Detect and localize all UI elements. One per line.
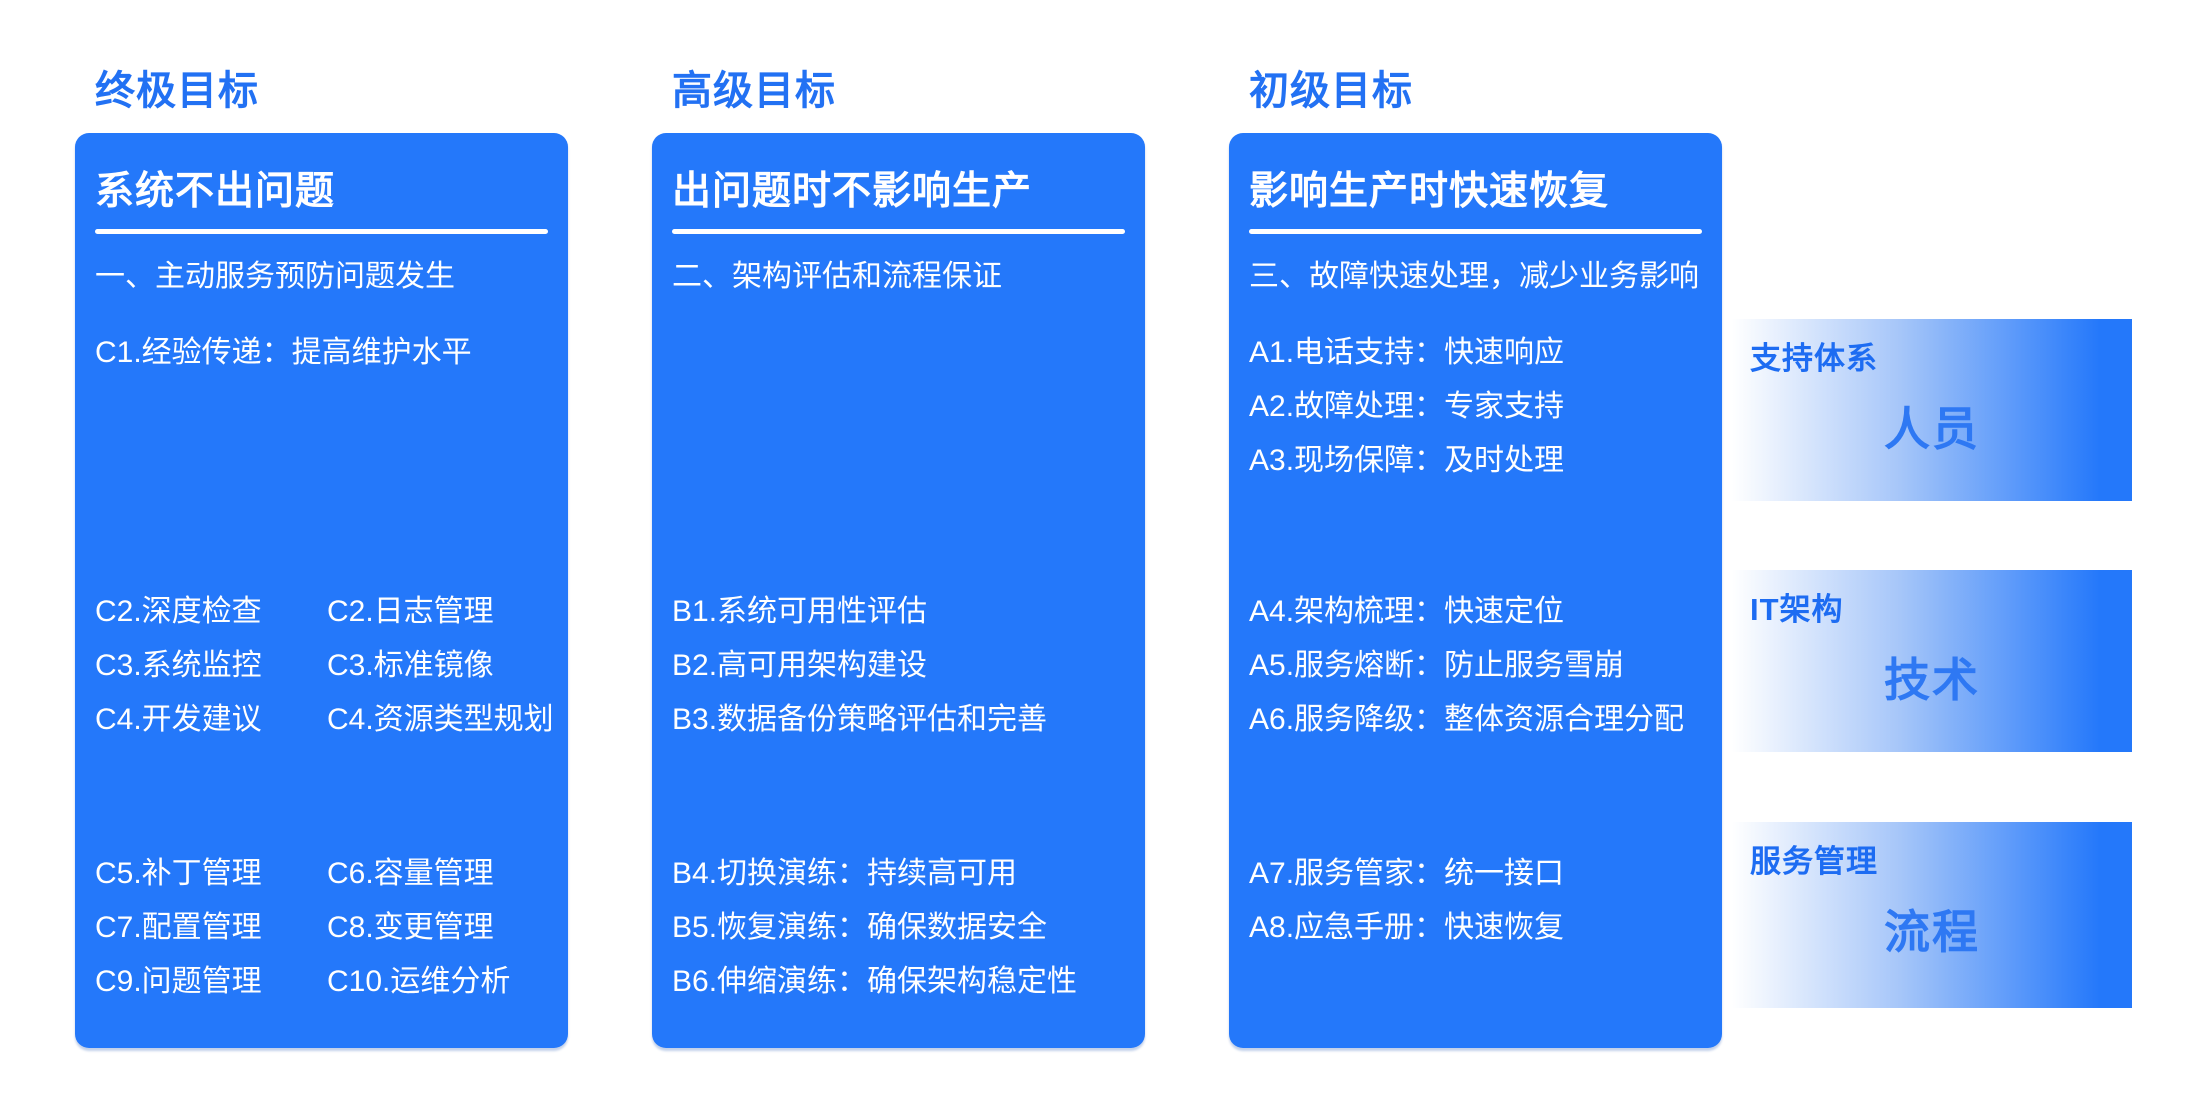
bar-category-label: IT架构 [1750, 592, 1844, 627]
card-title: 影响生产时快速恢复 [1249, 170, 1610, 213]
dimension-bar-process: 服务管理 流程 [1732, 822, 2132, 1008]
service-item: C1.经验传递：提高维护水平 [95, 336, 472, 369]
item-row: C7.配置管理 C8.变更管理 [95, 901, 558, 955]
title-divider [95, 229, 548, 234]
card-subtitle: 三、故障快速处理，减少业务影响 [1249, 260, 1699, 293]
service-item: B3.数据备份策略评估和完善 [672, 703, 1048, 736]
service-item: A6.服务降级：整体资源合理分配 [1249, 703, 1685, 736]
service-item: C7.配置管理 [95, 911, 262, 944]
service-item: C5.补丁管理 [95, 857, 262, 890]
item-row: C3.系统监控 C3.标准镜像 [95, 639, 558, 693]
service-item: B1.系统可用性评估 [672, 595, 928, 628]
item-group-2: C2.深度检查 C2.日志管理 C3.系统监控 C3.标准镜像 C4.开发建议 … [95, 585, 558, 747]
service-item: C3.系统监控 [95, 649, 262, 682]
dimension-bar-technology: IT架构 技术 [1732, 570, 2132, 752]
service-item: C6.容量管理 [327, 857, 494, 890]
card-basic-goal: 影响生产时快速恢复 三、故障快速处理，减少业务影响 A1.电话支持：快速响应 A… [1229, 133, 1722, 1048]
bar-keyword-label: 技术 [1884, 654, 1980, 706]
item-group-3: B4.切换演练：持续高可用 B5.恢复演练：确保数据安全 B6.伸缩演练：确保架… [672, 847, 1135, 1009]
item-group-2: A4.架构梳理：快速定位 A5.服务熔断：防止服务雪崩 A6.服务降级：整体资源… [1249, 585, 1712, 747]
item-row: C2.深度检查 C2.日志管理 [95, 585, 558, 639]
item-group-1: A1.电话支持：快速响应 A2.故障处理：专家支持 A3.现场保障：及时处理 [1249, 326, 1712, 488]
service-item: B5.恢复演练：确保数据安全 [672, 911, 1048, 944]
service-item: C8.变更管理 [327, 911, 494, 944]
card-subtitle: 二、架构评估和流程保证 [672, 260, 1002, 293]
card-title: 系统不出问题 [95, 170, 336, 213]
column-header-advanced-goal: 高级目标 [672, 69, 836, 113]
item-group-2: B1.系统可用性评估 B2.高可用架构建设 B3.数据备份策略评估和完善 [672, 585, 1135, 747]
service-item: C2.深度检查 [95, 595, 262, 628]
card-title: 出问题时不影响生产 [672, 170, 1033, 213]
item-row: C9.问题管理 C10.运维分析 [95, 955, 558, 1009]
column-header-basic-goal: 初级目标 [1249, 69, 1413, 113]
card-ultimate-goal: 系统不出问题 一、主动服务预防问题发生 C1.经验传递：提高维护水平 C2.深度… [75, 133, 568, 1048]
service-item: C3.标准镜像 [327, 649, 494, 682]
service-item: B2.高可用架构建设 [672, 649, 928, 682]
service-item: B4.切换演练：持续高可用 [672, 857, 1018, 890]
item-group-1: C1.经验传递：提高维护水平 [95, 326, 558, 380]
service-item: A7.服务管家：统一接口 [1249, 857, 1565, 890]
bar-category-label: 支持体系 [1750, 341, 1878, 376]
service-item: C4.资源类型规划 [327, 703, 554, 736]
item-group-3: A7.服务管家：统一接口 A8.应急手册：快速恢复 [1249, 847, 1712, 955]
item-row: C5.补丁管理 C6.容量管理 [95, 847, 558, 901]
service-item: A1.电话支持：快速响应 [1249, 336, 1565, 369]
bar-keyword-label: 人员 [1884, 403, 1980, 455]
card-advanced-goal: 出问题时不影响生产 二、架构评估和流程保证 B1.系统可用性评估 B2.高可用架… [652, 133, 1145, 1048]
dimension-bar-personnel: 支持体系 人员 [1732, 319, 2132, 501]
service-item: A8.应急手册：快速恢复 [1249, 911, 1565, 944]
title-divider [672, 229, 1125, 234]
service-item: C4.开发建议 [95, 703, 262, 736]
bar-category-label: 服务管理 [1750, 844, 1878, 879]
service-item: A2.故障处理：专家支持 [1249, 390, 1565, 423]
service-item: C9.问题管理 [95, 965, 262, 998]
service-item: A4.架构梳理：快速定位 [1249, 595, 1565, 628]
bar-keyword-label: 流程 [1884, 906, 1980, 958]
card-subtitle: 一、主动服务预防问题发生 [95, 260, 455, 293]
service-item: A5.服务熔断：防止服务雪崩 [1249, 649, 1625, 682]
title-divider [1249, 229, 1702, 234]
column-header-ultimate-goal: 终极目标 [95, 69, 259, 113]
item-row: C4.开发建议 C4.资源类型规划 [95, 693, 558, 747]
service-item: B6.伸缩演练：确保架构稳定性 [672, 965, 1078, 998]
service-item: C2.日志管理 [327, 595, 494, 628]
item-group-3: C5.补丁管理 C6.容量管理 C7.配置管理 C8.变更管理 C9.问题管理 … [95, 847, 558, 1009]
service-item: C10.运维分析 [327, 965, 511, 998]
service-item: A3.现场保障：及时处理 [1249, 444, 1565, 477]
